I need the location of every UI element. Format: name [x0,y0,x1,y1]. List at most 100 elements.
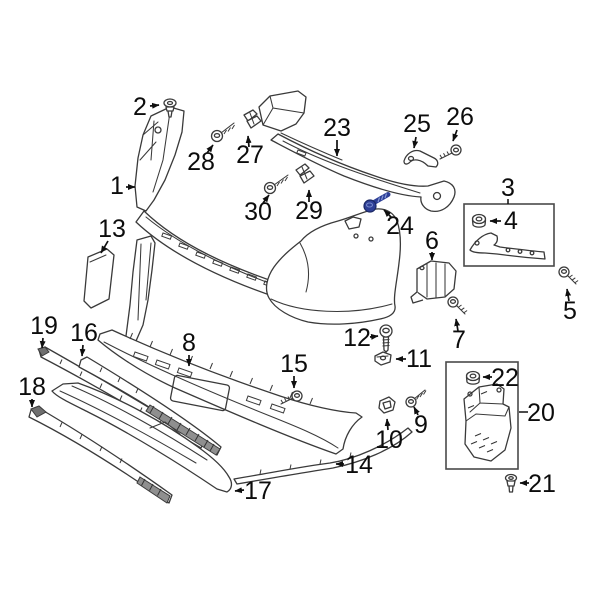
callout-label-25[interactable]: 25 [403,110,431,138]
callout-arrow-27 [245,135,252,148]
callout-label-22[interactable]: 22 [491,364,519,392]
callout-13: 13 [98,215,126,254]
callout-22: 22 [482,364,519,392]
callout-10: 10 [375,418,403,454]
callout-label-19[interactable]: 19 [30,312,58,340]
callout-4: 4 [489,207,518,235]
callout-26: 26 [446,103,474,142]
callout-label-15[interactable]: 15 [280,350,308,378]
part-17-valance [51,382,233,493]
part-28-screw [210,122,235,143]
callout-label-27[interactable]: 27 [236,141,264,169]
callout-12: 12 [343,324,379,352]
callout-arrow-17 [234,487,245,494]
callout-label-28[interactable]: 28 [187,148,215,176]
callout-label-17[interactable]: 17 [244,477,272,505]
callout-11: 11 [395,345,432,373]
callout-28: 28 [187,144,215,176]
part-6-bracket [410,260,457,304]
part-14-trim-strip [233,427,413,485]
part-27-clip [243,109,262,129]
part-20-bracket [463,383,512,462]
callout-24: 24 [383,209,414,240]
part-25-hook-bracket [403,149,439,168]
callout-arrow-26 [452,129,459,142]
callout-label-12[interactable]: 12 [343,324,371,352]
callout-8: 8 [182,329,196,367]
part-24-screw-selected[interactable] [363,192,391,213]
callout-label-26[interactable]: 26 [446,103,474,131]
callout-label-23[interactable]: 23 [323,114,351,142]
callout-1: 1 [110,172,136,200]
part-21-push-pin [504,473,518,493]
reference-box-20 [445,361,519,470]
callout-2: 2 [133,93,160,121]
part-1-bumper-cover-center [265,208,401,325]
callout-9: 9 [413,406,428,439]
part-18-molding-strip [28,405,173,504]
callout-label-11[interactable]: 11 [406,345,432,373]
callout-label-4[interactable]: 4 [504,207,518,235]
callout-label-9[interactable]: 9 [414,411,428,439]
callout-arrow-9 [413,406,420,416]
callout-arrow-12 [369,333,379,340]
callout-arrow-7 [454,318,461,332]
callout-arrow-19 [39,337,46,349]
callout-30: 30 [244,194,272,226]
callout-label-13[interactable]: 13 [98,215,126,243]
part-26-bolt [439,144,462,160]
part-16-molding-strip [78,356,222,456]
callout-arrow-28 [206,144,214,154]
part-22-grommet [465,370,481,385]
part-10-clip [378,396,396,414]
callout-arrow-25 [412,136,419,149]
callout-label-14[interactable]: 14 [345,451,373,479]
callout-label-5[interactable]: 5 [563,297,577,325]
callout-23: 23 [323,114,351,157]
callout-16: 16 [70,319,98,357]
callout-5: 5 [563,288,577,325]
part-29-clip [295,163,315,184]
part-2-push-pin [163,98,177,118]
callout-label-21[interactable]: 21 [528,470,556,498]
part-8-fascia-bracket [125,235,156,345]
callout-arrow-10 [384,418,391,431]
callout-18: 18 [18,373,46,408]
callout-arrow-30 [262,194,270,204]
callout-29: 29 [295,189,323,225]
callout-7: 7 [452,318,466,354]
callout-label-20[interactable]: 20 [527,399,555,427]
callout-label-2[interactable]: 2 [133,93,147,121]
callout-label-7[interactable]: 7 [452,326,466,354]
callout-19: 19 [30,312,58,349]
callout-label-18[interactable]: 18 [18,373,46,401]
part-13-deflector [83,248,115,309]
part-9-screw [405,389,427,408]
callout-14: 14 [335,451,373,479]
callout-27: 27 [236,135,264,169]
callout-arrow-13 [100,240,109,254]
part-3-bracket [469,232,546,260]
callout-label-30[interactable]: 30 [244,198,272,226]
part-30-screw [263,174,289,195]
callouts: 1 2 3 4 5 6 7 8 9 10 11 12 13 14 15 16 1… [18,93,577,505]
callout-label-16[interactable]: 16 [70,319,98,347]
callout-25: 25 [403,110,431,149]
callout-arrow-16 [79,344,86,357]
callout-arrow-2 [149,102,160,109]
part-15-screw [280,390,303,405]
callout-label-3[interactable]: 3 [501,174,515,202]
callout-15: 15 [280,350,308,389]
callout-3: 3 [501,174,515,204]
callout-21: 21 [519,470,556,498]
callout-20: 20 [519,399,555,427]
callout-label-10[interactable]: 10 [375,426,403,454]
part-5-bolt [558,266,579,285]
reference-box-3 [463,203,555,267]
callout-label-6[interactable]: 6 [425,227,439,255]
callout-label-8[interactable]: 8 [182,329,196,357]
callout-17: 17 [234,477,272,505]
callout-label-1[interactable]: 1 [110,172,124,200]
part-12-screw [379,324,393,353]
